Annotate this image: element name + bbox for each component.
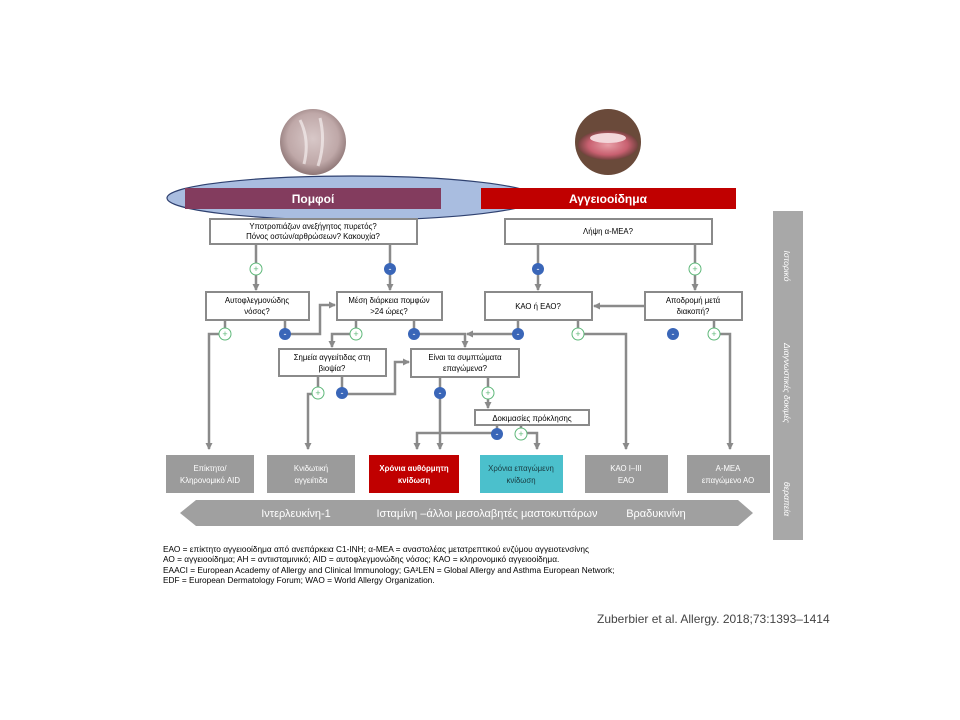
- minus-sign: -: [512, 328, 524, 340]
- svg-text:+: +: [353, 329, 358, 339]
- legend-line: EDF = European Dermatology Forum; WAO = …: [163, 575, 435, 586]
- question-ace-inhibitor: Λήψη α-ΜΕΑ?: [504, 218, 713, 245]
- plus-sign: +: [218, 327, 232, 341]
- minus-sign: -: [336, 387, 348, 399]
- minus-sign: -: [279, 328, 291, 340]
- wheals-header: Πομφοί: [292, 192, 335, 206]
- outcome-ace-angioedema: Α-ΜΕΑ επαγώμενο ΑΟ: [687, 455, 770, 493]
- citation: Zuberbier et al. Allergy. 2018;73:1393–1…: [597, 612, 830, 626]
- svg-text:Δοκιμασίες πρόκλησης: Δοκιμασίες πρόκλησης: [492, 414, 572, 423]
- connectors: [205, 244, 734, 450]
- wheals-header-bar: [185, 188, 441, 209]
- question-inducible: Είναι τα συμπτώματα επαγώμενα?: [410, 348, 520, 378]
- svg-text:επαγώμενα?: επαγώμενα?: [443, 364, 488, 373]
- mediator-bradykinin: Βραδυκινίνη: [626, 508, 686, 520]
- outcome-hae: ΚΑΟ I–III ΕΑΟ: [585, 455, 668, 493]
- angioedema-header: Αγγειοοίδημα: [569, 192, 648, 206]
- svg-text:ΚΑΟ I–III: ΚΑΟ I–III: [610, 464, 641, 473]
- side-history: Ιστορικό: [782, 251, 792, 282]
- svg-text:Αυτοφλεγμονώδης: Αυτοφλεγμονώδης: [225, 296, 289, 305]
- plus-sign: +: [481, 386, 495, 400]
- svg-text:-: -: [672, 329, 675, 339]
- plus-sign: +: [571, 327, 585, 341]
- svg-text:+: +: [711, 329, 716, 339]
- outcome-csu: Χρόνια αυθόρμητη κνίδωση: [369, 455, 459, 493]
- plus-sign: +: [349, 327, 363, 341]
- svg-text:Χρόνια επαγώμενη: Χρόνια επαγώμενη: [488, 464, 554, 473]
- abbreviation-legend: ΕΑΟ = επίκτητο αγγειοοίδημα από ανεπάρκε…: [163, 544, 615, 586]
- legend-line: ΑΟ = αγγειοοίδημα; ΑΗ = αντιισταμινικό; …: [163, 554, 560, 565]
- outcome-urticarial-vasculitis: Κνιδωτική αγγειίτιδα: [267, 455, 355, 493]
- svg-text:-: -: [537, 264, 540, 274]
- svg-text:αγγειίτιδα: αγγειίτιδα: [295, 476, 328, 485]
- svg-text:Αποδρομή μετά: Αποδρομή μετά: [666, 296, 721, 305]
- side-bar: [773, 211, 803, 540]
- plus-sign: +: [311, 386, 325, 400]
- angioedema-lip-photo: [575, 109, 641, 175]
- legend-line: ΕΑΟ = επίκτητο αγγειοοίδημα από ανεπάρκε…: [163, 544, 589, 554]
- svg-text:κνίδωση: κνίδωση: [506, 476, 535, 485]
- question-vasculitis: Σημεία αγγειίτιδας στη βιοψία?: [278, 348, 387, 377]
- minus-sign: -: [384, 263, 396, 275]
- mediator-histamine: Ισταμίνη –άλλοι μεσολαβητές μαστοκυττάρω…: [376, 508, 598, 520]
- svg-text:-: -: [341, 388, 344, 398]
- minus-sign: -: [408, 328, 420, 340]
- svg-text:κνίδωση: κνίδωση: [398, 476, 430, 485]
- svg-text:+: +: [485, 388, 490, 398]
- svg-text:>24 ώρες?: >24 ώρες?: [370, 307, 408, 316]
- svg-text:+: +: [575, 329, 580, 339]
- legend-line: EAACI = European Academy of Allergy and …: [163, 564, 615, 575]
- question-hae-aae: ΚΑΟ ή ΕΑΟ?: [484, 291, 593, 321]
- svg-text:-: -: [284, 329, 287, 339]
- svg-text:Χρόνια αυθόρμητη: Χρόνια αυθόρμητη: [379, 464, 448, 473]
- svg-text:Κνιδωτική: Κνιδωτική: [294, 464, 328, 473]
- outcome-cindu: Χρόνια επαγώμενη κνίδωση: [480, 455, 563, 493]
- angioedema-header-bar: [481, 188, 736, 209]
- svg-text:-: -: [413, 329, 416, 339]
- svg-text:-: -: [389, 264, 392, 274]
- svg-text:+: +: [253, 264, 258, 274]
- svg-text:Μέση διάρκεια πομφών: Μέση διάρκεια πομφών: [348, 296, 429, 305]
- svg-text:διακοπή?: διακοπή?: [677, 307, 710, 316]
- svg-text:Σημεία αγγειίτιδας στη: Σημεία αγγειίτιδας στη: [294, 353, 371, 362]
- outcome-aid: Επίκτητο/ Κληρονομικό AID: [166, 455, 254, 493]
- svg-text:-: -: [439, 388, 442, 398]
- minus-sign: -: [491, 428, 503, 440]
- svg-text:Επίκτητο/: Επίκτητο/: [193, 464, 227, 473]
- question-fever: Υποτροπιάζων ανεξήγητος πυρετός? Πόνος ο…: [209, 218, 418, 245]
- wheal-photo: [280, 109, 346, 175]
- svg-text:ΕΑΟ: ΕΑΟ: [618, 476, 634, 485]
- svg-text:Είναι τα συμπτώματα: Είναι τα συμπτώματα: [428, 353, 502, 362]
- question-autoinflammatory: Αυτοφλεγμονώδης νόσος?: [205, 291, 310, 321]
- svg-text:Α-ΜΕΑ: Α-ΜΕΑ: [716, 464, 741, 473]
- minus-sign: -: [434, 387, 446, 399]
- question-provocation-tests: Δοκιμασίες πρόκλησης: [474, 409, 590, 426]
- minus-sign: -: [667, 328, 679, 340]
- svg-text:+: +: [222, 329, 227, 339]
- svg-text:ΚΑΟ ή ΕΑΟ?: ΚΑΟ ή ΕΑΟ?: [515, 302, 561, 311]
- svg-text:Πόνος οστών/αρθρώσεων? Κακουχί: Πόνος οστών/αρθρώσεων? Κακουχία?: [246, 232, 380, 241]
- svg-text:Υποτροπιάζων ανεξήγητος πυρετό: Υποτροπιάζων ανεξήγητος πυρετός?: [249, 222, 377, 231]
- svg-text:-: -: [517, 329, 520, 339]
- svg-text:νόσος?: νόσος?: [244, 307, 270, 316]
- plus-sign: +: [249, 262, 263, 276]
- svg-text:επαγώμενο ΑΟ: επαγώμενο ΑΟ: [702, 476, 754, 485]
- plus-sign: +: [707, 327, 721, 341]
- question-remission: Αποδρομή μετά διακοπή?: [644, 291, 743, 321]
- svg-text:Κληρονομικό AID: Κληρονομικό AID: [180, 476, 240, 485]
- svg-text:+: +: [692, 264, 697, 274]
- mediator-arrow: [180, 500, 753, 526]
- question-wheal-duration: Μέση διάρκεια πομφών >24 ώρες?: [336, 291, 443, 321]
- svg-text:Λήψη α-ΜΕΑ?: Λήψη α-ΜΕΑ?: [583, 227, 634, 236]
- side-diagnostic-tests: Διαγνωστικές δοκιμές: [782, 342, 792, 424]
- plus-sign: +: [514, 427, 528, 441]
- svg-text:+: +: [315, 388, 320, 398]
- side-therapy: θεραπεία: [782, 482, 792, 517]
- svg-text:-: -: [496, 429, 499, 439]
- svg-text:+: +: [518, 429, 523, 439]
- plus-sign: +: [688, 262, 702, 276]
- svg-text:βιοψία?: βιοψία?: [319, 364, 346, 373]
- minus-sign: -: [532, 263, 544, 275]
- mediator-interleukin: Ιντερλευκίνη-1: [261, 508, 331, 520]
